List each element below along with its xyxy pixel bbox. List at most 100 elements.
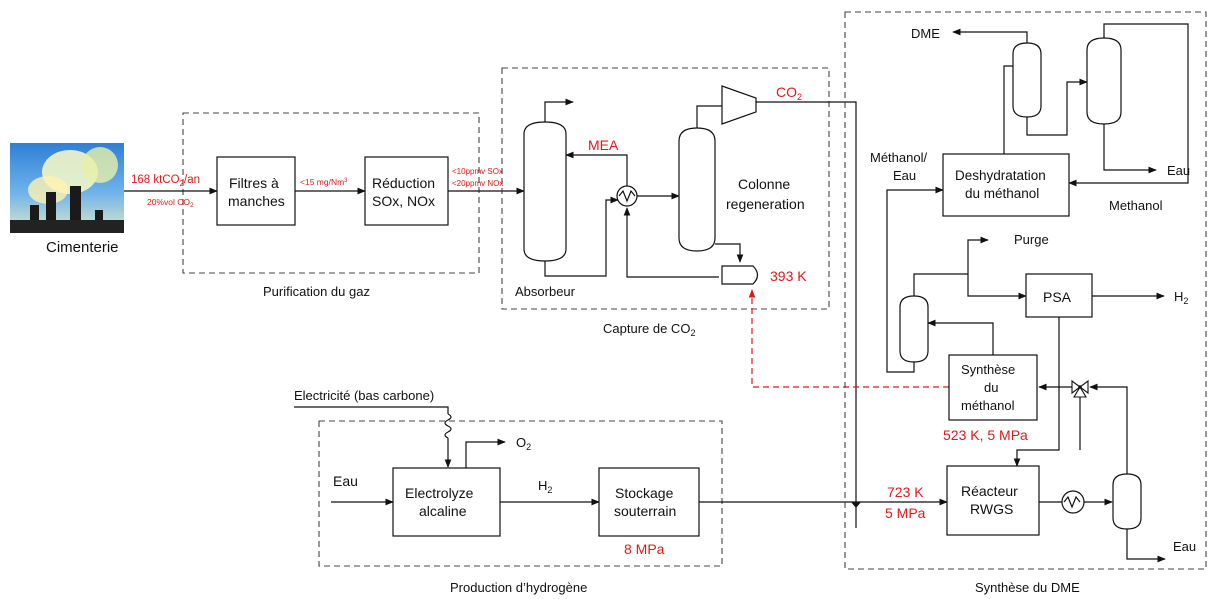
reboiler: [721, 265, 759, 285]
absorbeur-label: Absorbeur: [515, 284, 576, 299]
purification-section-label: Purification du gaz: [263, 284, 370, 299]
colonne-label-line2: regeneration: [726, 196, 805, 212]
rich-amine-line: [544, 196, 619, 277]
dme-section-boundary: [844, 11, 1207, 570]
absorbeur-column: [523, 121, 567, 262]
electricity-line: [294, 406, 449, 414]
flow-rate-label: 168 ktCO2/an: [131, 174, 200, 188]
dme-label: DME: [911, 26, 940, 41]
water-out-bottom-line: [1126, 529, 1166, 563]
methanol-column: [1086, 37, 1122, 125]
electrolyze-label-line2: alcaline: [419, 503, 467, 519]
rwgs-separator: [1112, 473, 1142, 530]
psa-box: [1025, 273, 1093, 318]
storage-pressure-label: 8 MPa: [624, 541, 665, 557]
o2-vent-line: [465, 438, 506, 468]
reboiler-temp-label: 393 K: [770, 268, 807, 284]
flash-vapor-line: [913, 273, 968, 296]
stockage-label-line2: souterrain: [614, 503, 676, 519]
synthese-label-line1: Synthèse: [961, 362, 1015, 377]
deshydratation-box: [942, 153, 1070, 217]
methanol-recycle-label: Methanol: [1109, 198, 1163, 213]
heat-exchanger-1-symbol: [618, 189, 636, 203]
filtres-label-line2: manches: [228, 193, 285, 209]
synthese-label-line2: du: [984, 380, 998, 395]
psa-label: PSA: [1043, 289, 1072, 305]
filtres-label-line1: Filtres à: [229, 175, 279, 191]
heat-exchanger-2: [1061, 490, 1085, 514]
synthese-methanol-box: [948, 354, 1038, 421]
cimenterie-label: Cimenterie: [46, 239, 119, 256]
co2-overhead-line: [696, 105, 722, 128]
reacteur-label-line2: RWGS: [970, 501, 1013, 517]
flash-separator: [899, 295, 929, 363]
to-psa-line: [967, 274, 1027, 300]
eau-in-label: Eau: [333, 473, 358, 489]
heat-exchanger-2-symbol: [1063, 495, 1081, 509]
methanol-recycle-line: [1068, 23, 1189, 187]
dust-limit-label: <15 mg/Nm3: [300, 177, 348, 187]
eau-bottom-label: Eau: [1173, 539, 1196, 554]
colonne-regeneration: [678, 127, 716, 252]
column-bottoms-line: [1026, 78, 1088, 136]
stockage-box: [598, 467, 700, 537]
reboiler-feed-line: [715, 243, 744, 263]
h2-recycle-line: [1013, 317, 1060, 467]
eau-top-label: Eau: [1167, 163, 1190, 178]
heat-exchanger-1: [616, 185, 638, 207]
co2-fraction-label: 20%vol CO2: [147, 197, 194, 209]
filtres-manches-box: [216, 156, 296, 226]
dme-product-line: [952, 28, 1028, 43]
mixing-valve-icon: [1071, 379, 1089, 398]
capture-section-boundary: [501, 67, 830, 310]
h2-mid-label: H2: [538, 478, 552, 495]
dehydration-to-column-line: [1003, 65, 1013, 154]
cement-plant-image: [10, 143, 124, 233]
colonne-label-line1: Colonne: [738, 176, 790, 192]
electrolyze-label-line1: Electrolyze: [405, 485, 474, 501]
co2-compressor: [721, 85, 757, 125]
hydrogen-section-boundary: [318, 420, 723, 567]
rwgs-pressure-label: 5 MPa: [885, 505, 926, 521]
purification-section-boundary: [182, 112, 480, 274]
mea-label: MEA: [588, 137, 619, 153]
methanol-eau-label-line1: Méthanol/: [870, 150, 927, 165]
sox-limit-label: <10ppmv SOx: [452, 167, 503, 176]
synthesis-to-flash-line: [927, 319, 994, 355]
hydrogen-section-label: Production d’hydrogène: [450, 580, 587, 595]
synthese-label-line3: méthanol: [961, 398, 1015, 413]
deshydratation-label-line1: Deshydratation: [955, 168, 1046, 183]
electrolyze-box: [392, 467, 501, 537]
reduction-sox-nox-box: [364, 156, 449, 226]
reacteur-label-line1: Réacteur: [961, 483, 1018, 499]
reacteur-rwgs-box: [946, 465, 1040, 536]
deshydratation-label-line2: du méthanol: [965, 186, 1039, 201]
electricity-resistor-icon: [444, 413, 452, 439]
co2-out-label: CO2: [776, 84, 802, 102]
h2-out-label: H2: [1174, 289, 1188, 306]
absorber-vent-line: [544, 98, 574, 122]
reboiler-return-line: [623, 207, 719, 278]
rwgs-temp-label: 723 K: [887, 484, 924, 500]
nox-limit-label: <20ppmv NOx: [452, 179, 503, 188]
dme-column: [1012, 42, 1042, 118]
synthese-conditions-label: 523 K, 5 MPa: [943, 427, 1028, 443]
syngas-to-valve-line: [1089, 383, 1128, 474]
o2-label: O2: [516, 435, 531, 452]
purge-line: [967, 236, 989, 274]
methanol-to-dehydration-line: [886, 186, 944, 373]
heat-integration-line: [748, 289, 949, 388]
stockage-label-line1: Stockage: [615, 485, 674, 501]
capture-section-label: Capture de CO2: [603, 321, 695, 338]
methanol-eau-label-line2: Eau: [893, 168, 916, 183]
electricite-label: Electricité (bas carbone): [294, 388, 434, 403]
lean-amine-line: [565, 151, 628, 186]
purge-label: Purge: [1014, 232, 1049, 247]
dme-section-label: Synthèse du DME: [975, 580, 1080, 595]
reduction-label-line2: SOx, NOx: [372, 193, 435, 209]
co2-product-line: [756, 101, 857, 528]
co2-h2-junction: [851, 502, 861, 508]
reduction-label-line1: Réduction: [372, 175, 435, 191]
water-out-top-line: [1103, 124, 1157, 174]
